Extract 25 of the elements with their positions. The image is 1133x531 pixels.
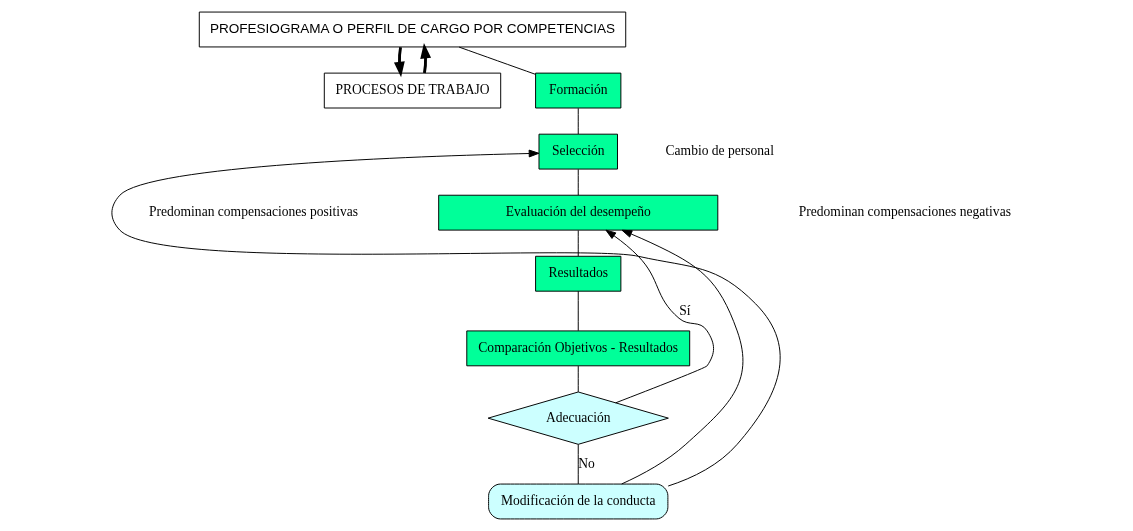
connector: [577, 365, 579, 393]
arrow: [393, 47, 405, 78]
arrow: [419, 42, 431, 74]
edge-label: Sí: [678, 302, 690, 318]
node-box: Formación: [534, 72, 621, 109]
label: Cambio de personal: [665, 143, 774, 159]
node-box: Selección: [538, 133, 618, 170]
arrow: [604, 229, 714, 404]
connector: [577, 229, 579, 257]
connector: [577, 290, 579, 332]
node-diamond: Adecuación: [487, 391, 669, 445]
label: Predominan compensaciones negativas: [798, 204, 1011, 220]
connector: [458, 46, 536, 75]
arrow: [620, 229, 743, 485]
label: Predominan compensaciones positivas: [148, 204, 358, 220]
node-box: Comparación Objetivos - Resultados: [465, 330, 690, 367]
node-box: PROCESOS DE TRABAJO: [323, 72, 501, 109]
node-box: Evaluación del desempeño: [437, 194, 718, 231]
connector: [577, 443, 579, 485]
node-box: Resultados: [534, 255, 621, 292]
arrow: [110, 149, 781, 487]
connector: [577, 107, 579, 135]
connector: [577, 168, 579, 196]
node-box: Modificación de la conducta: [487, 483, 668, 520]
node-box: PROFESIOGRAMA O PERFIL DE CARGO POR COMPETENCIAS: [198, 11, 626, 48]
